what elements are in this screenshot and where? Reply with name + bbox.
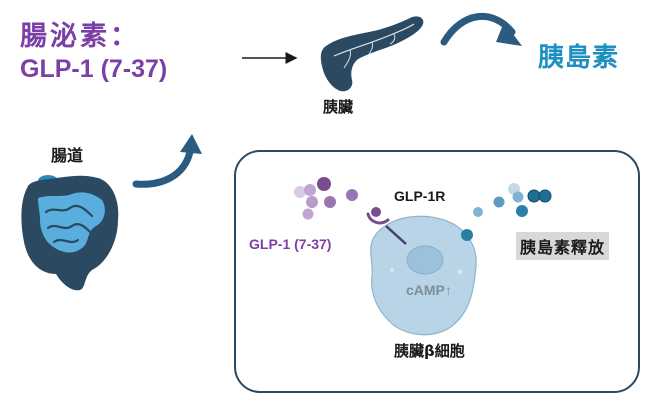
intestine-icon <box>21 175 119 291</box>
insulin-granules <box>461 183 552 241</box>
glp1-peptides <box>294 177 358 220</box>
pancreas-to-insulin-arrow <box>440 13 522 46</box>
cell-nucleus <box>406 245 444 275</box>
pancreas-icon <box>320 16 424 92</box>
title-line1: 腸泌素： <box>20 21 140 52</box>
intestine-label: 腸道 <box>51 146 84 165</box>
intestine-to-panel-arrow <box>132 134 202 188</box>
glp1r-receptor <box>366 207 407 245</box>
beta-cell <box>370 215 477 336</box>
insulin-label: 胰島素 <box>538 43 620 73</box>
camp-label: cAMP↑ <box>406 282 452 298</box>
title-line2: GLP-1 (7-37) <box>20 55 168 83</box>
glp1-peptide-label: GLP-1 (7-37) <box>249 236 332 252</box>
insulin-release-label: 胰島素釋放 <box>516 232 610 260</box>
pancreas-label: 胰臟 <box>323 98 354 116</box>
beta-cell-label: 胰臟β細胞 <box>394 342 465 360</box>
glp1r-label: GLP-1R <box>394 188 446 204</box>
